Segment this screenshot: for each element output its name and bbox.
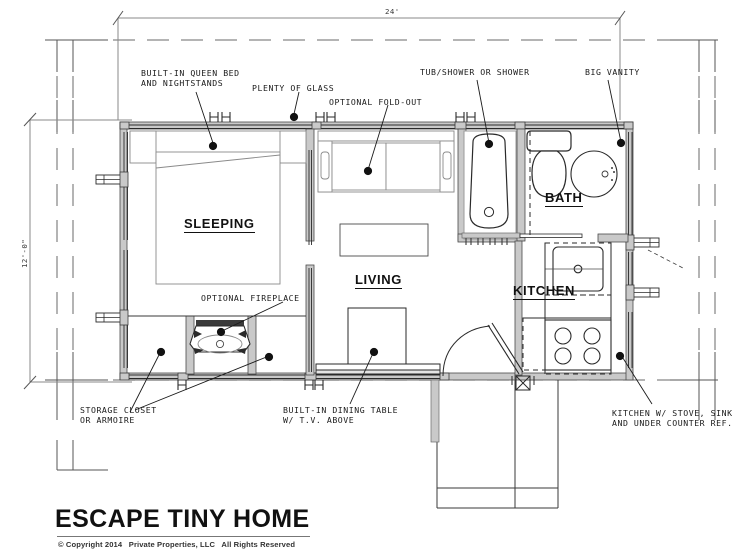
annotation-bed-line2: AND NIGHTSTANDS: [141, 78, 224, 88]
annotation-storage-line1: STORAGE CLOSET: [80, 405, 157, 415]
left-exterior-window-upper: [95, 171, 129, 188]
deck-porch: [430, 379, 559, 509]
annotation-dots: [156, 112, 626, 362]
annotation-dining-line1: BUILT-IN DINING TABLE: [283, 405, 399, 415]
dimension-width-label: 24': [385, 7, 400, 16]
copyright-notice: © Copyright 2014 Private Properties, LLC…: [58, 540, 296, 549]
stove: [544, 319, 612, 371]
door-threshold-mark: [511, 375, 535, 391]
room-label-living: LIVING: [355, 272, 402, 289]
dimension-lines: [23, 10, 626, 390]
left-exterior-window-lower: [95, 309, 129, 326]
annotation-kitchen-line1: KITCHEN W/ STOVE, SINK: [612, 408, 733, 418]
entry-door: [442, 322, 524, 377]
page-title: ESCAPE TINY HOME: [55, 505, 310, 533]
bath-sliding-door: [461, 232, 583, 245]
annotation-vanity: BIG VANITY: [585, 67, 640, 77]
dimension-height-label: 12'-0": [20, 238, 29, 268]
window-jamb-marks: [177, 112, 476, 390]
annotation-storage-line2: OR ARMOIRE: [80, 415, 135, 425]
reference-grid-vertical: [56, 40, 716, 420]
title-underline: [57, 536, 310, 537]
annotation-bed-line1: BUILT-IN QUEEN BED: [141, 68, 240, 78]
annotation-glass: PLENTY OF GLASS: [252, 83, 335, 93]
optional-fireplace: [189, 320, 251, 354]
foldout-sofa: [317, 130, 455, 193]
annotation-kitchen-line2: AND UNDER COUNTER REF.: [612, 418, 733, 428]
right-exterior-window-upper: [625, 234, 660, 251]
annotation-tub: TUB/SHOWER OR SHOWER: [420, 67, 530, 77]
annotation-leaders: [129, 79, 653, 413]
dining-table: [315, 307, 441, 375]
annotation-dining-line2: W/ T.V. ABOVE: [283, 415, 355, 425]
annotation-foldout: OPTIONAL FOLD-OUT: [329, 97, 423, 107]
living-low-table: [339, 223, 429, 257]
room-label-kitchen: KITCHEN: [513, 283, 575, 300]
glazing-lines: [123, 124, 633, 379]
vanity: [529, 131, 618, 236]
room-label-bath: BATH: [545, 190, 583, 207]
kitchen-sink: [545, 246, 604, 292]
annotation-fireplace: OPTIONAL FIREPLACE: [201, 293, 300, 303]
toilet: [526, 130, 572, 198]
right-exterior-window-lower: [625, 284, 660, 301]
queen-bed: [129, 130, 307, 285]
room-label-sleeping: SLEEPING: [184, 216, 255, 233]
reference-grid-corner-marks: [45, 39, 718, 471]
right-window-leader: [647, 249, 684, 269]
wall-mullions: [119, 121, 634, 381]
bathtub: [463, 130, 517, 240]
